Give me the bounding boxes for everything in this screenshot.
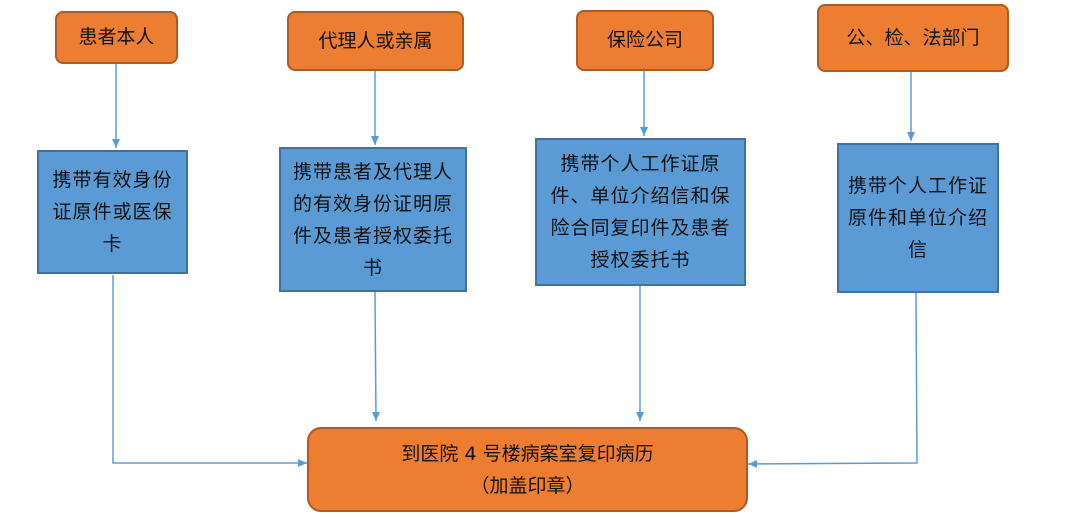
destination-line-1: 到医院 4 号楼病案室复印病历	[401, 442, 654, 465]
arrow-requirement-1-to-destination	[112, 275, 307, 467]
requirement-text-insurance: 携带个人工作证原件、单位介绍信和保险合同复印件及患者授权委托书	[550, 153, 731, 271]
requirement-text-patient: 携带有效身份证原件或医保卡	[52, 169, 173, 255]
source-label-agent: 代理人或亲属	[318, 29, 433, 52]
requirement-text-agent: 携带患者及代理人的有效身份证明原件及患者授权委托书	[292, 160, 453, 279]
requirement-text-authorities: 携带个人工作证原件和单位介绍信	[847, 175, 988, 261]
source-box-insurance: 保险公司	[576, 10, 714, 71]
destination-line-2: （加盖印章）	[470, 474, 585, 497]
source-label-insurance: 保险公司	[606, 29, 683, 52]
source-box-patient: 患者本人	[55, 11, 178, 64]
requirement-box-insurance: 携带个人工作证原件、单位介绍信和保险合同复印件及患者授权委托书	[535, 138, 746, 286]
requirement-box-authorities: 携带个人工作证原件和单位介绍信	[837, 143, 999, 293]
source-box-agent: 代理人或亲属	[287, 11, 464, 71]
requirement-box-patient: 携带有效身份证原件或医保卡	[37, 150, 188, 274]
source-box-authorities: 公、检、法部门	[817, 4, 1009, 72]
arrow-requirement-2-to-destination	[371, 291, 380, 422]
requirement-box-agent: 携带患者及代理人的有效身份证明原件及患者授权委托书	[279, 147, 467, 292]
source-label-patient: 患者本人	[78, 26, 155, 49]
source-label-authorities: 公、检、法部门	[846, 26, 980, 49]
destination-box: 到医院 4 号楼病案室复印病历 （加盖印章）	[307, 427, 748, 512]
arrow-requirement-4-to-destination	[747, 292, 918, 468]
